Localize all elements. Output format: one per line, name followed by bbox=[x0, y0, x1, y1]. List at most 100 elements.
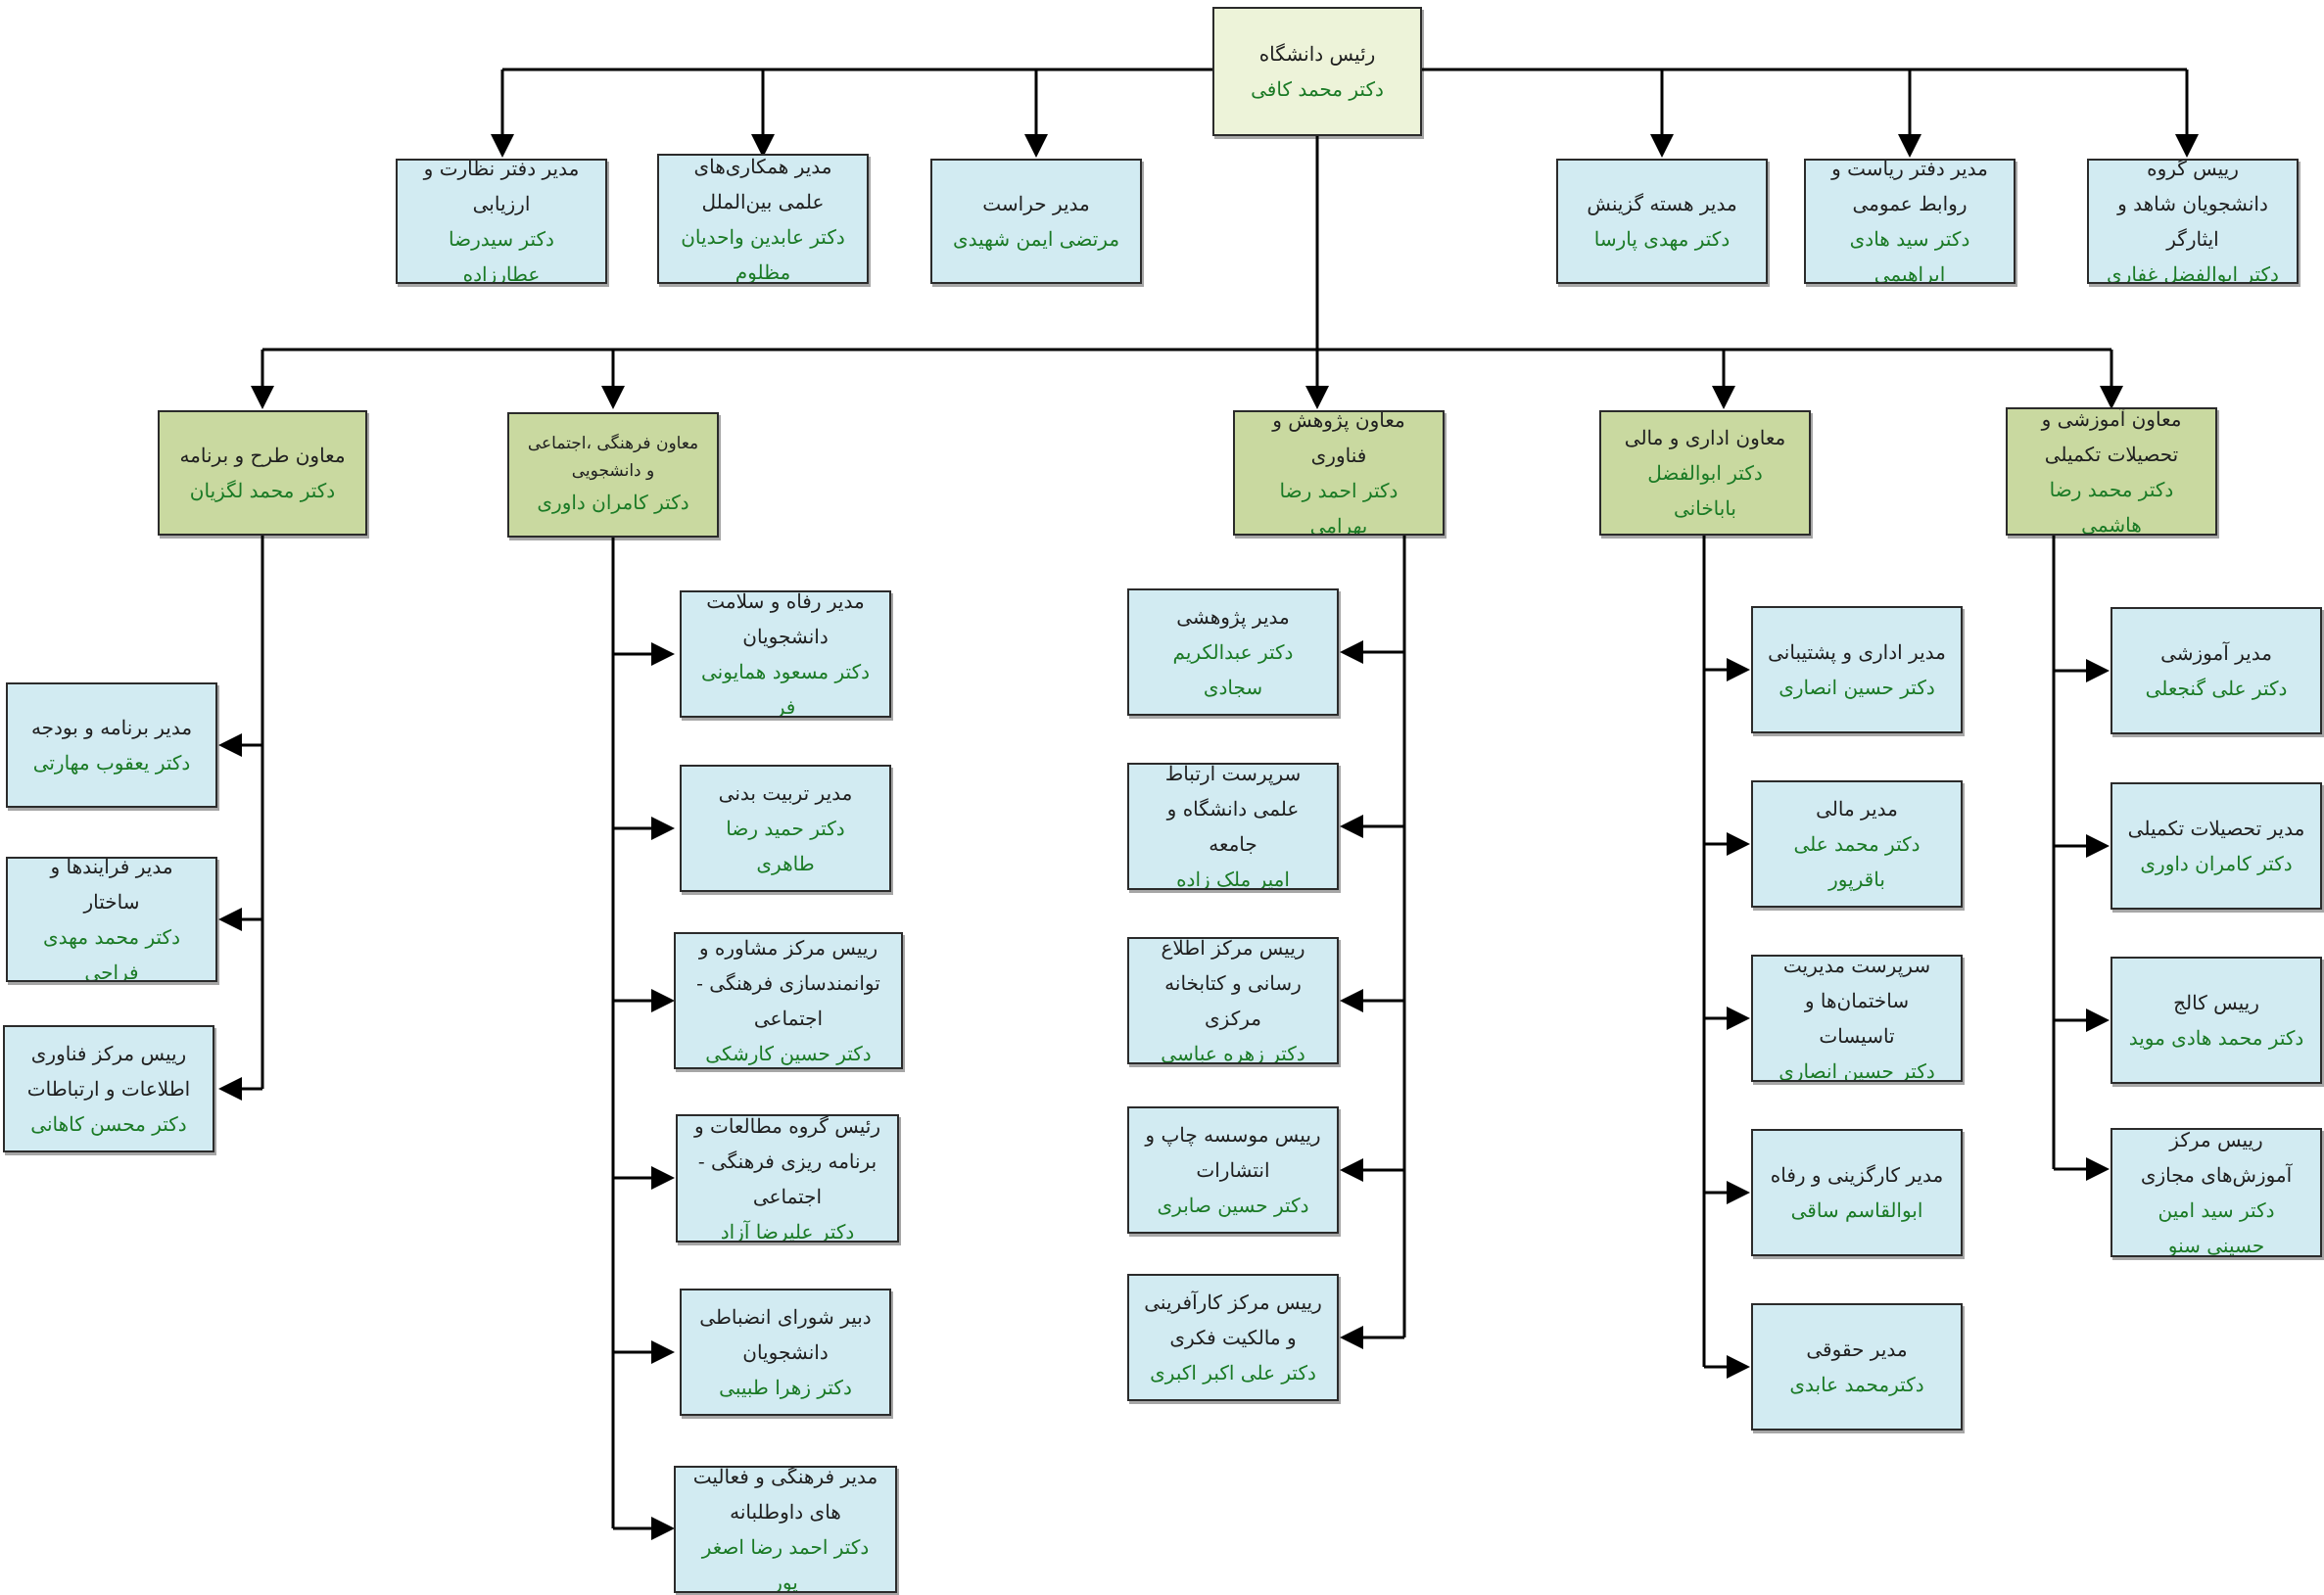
unit-title: رییس موسسه چاپ و انتشارات bbox=[1145, 1123, 1321, 1182]
head-title: رئیس دانشگاه bbox=[1258, 42, 1376, 66]
unit-box: رییس مرکز فناوری اطلاعات و ارتباطات دکتر… bbox=[3, 1025, 214, 1152]
office-name: دکتر سیدرضا عطارزاده bbox=[449, 227, 554, 284]
deputy-name: دکتر ابوالفضل باباخانی bbox=[1647, 461, 1763, 520]
unit-title: مدیر برنامه و بودجه bbox=[30, 716, 193, 739]
office-name: مرتضی ایمن شهیدی bbox=[952, 227, 1120, 251]
unit-box: مدیر اداری و پشتیبانی دکتر حسین انصاری bbox=[1751, 606, 1963, 733]
deputy-name: دکتر کامران داوری bbox=[537, 491, 689, 514]
office-title: مدیر دفتر نظارت و ارزیابی bbox=[423, 159, 580, 215]
unit-name: دکتر محمد هادی موید bbox=[2128, 1026, 2304, 1050]
unit-box: مدیر فرهنگی و فعالیت های داوطلبانه دکتر … bbox=[674, 1466, 897, 1593]
unit-name: دکتر محمد مهدی فراحی bbox=[43, 925, 180, 982]
unit-box: دبیر شورای انضباطی دانشجویان دکتر زهرا ط… bbox=[680, 1289, 891, 1416]
office-name: دکتر عابدین واحدیان مظلوم bbox=[681, 224, 845, 284]
office-name: دکتر ابوالفضل غفاری bbox=[2107, 262, 2279, 284]
unit-box: رییس مرکز کارآفرینی و مالکیت فکری دکتر ع… bbox=[1127, 1274, 1339, 1401]
deputy-title: معاون پژوهش و فناوری bbox=[1272, 410, 1405, 467]
unit-name: دکترمحمد عابدی bbox=[1789, 1373, 1924, 1396]
office-intl-box: مدیر همکاری‌های علمی بین‌الملل دکتر عابد… bbox=[657, 154, 869, 284]
deputy-title: معاون فرهنگی ،اجتماعی و دانشجویی bbox=[527, 434, 699, 481]
unit-title: رئیس گروه مطالعات و برنامه ریزی فرهنگی -… bbox=[693, 1114, 881, 1208]
office-title: رییس گروه دانشجویان شاهد و ایثارگر bbox=[2117, 159, 2268, 251]
unit-name: دکتر زهرا طبیبی bbox=[719, 1376, 852, 1399]
unit-box: مدیر تربیت بدنی دکتر حمید رضا طاهری bbox=[680, 765, 891, 892]
office-name: دکتر سید هادی ابراهیمی bbox=[1849, 227, 1970, 284]
unit-box: مدیر فرآیندها و ساختار دکتر محمد مهدی فر… bbox=[6, 857, 217, 982]
unit-title: دبیر شورای انضباطی دانشجویان bbox=[699, 1305, 872, 1364]
unit-title: رییس مرکز کارآفرینی و مالکیت فکری bbox=[1144, 1290, 1322, 1349]
unit-name: دکتر محسن کاهانی bbox=[30, 1112, 187, 1136]
unit-box: مدیر تحصیلات تکمیلی دکتر کامران داوری bbox=[2111, 782, 2322, 910]
unit-box: رییس کالج دکتر محمد هادی موید bbox=[2111, 957, 2322, 1084]
deputy-education-box: معاون آموزشی و تحصیلات تکمیلی دکتر محمد … bbox=[2006, 407, 2217, 536]
unit-title: مدیر آموزشی bbox=[2160, 641, 2272, 665]
unit-name: دکتر حسین صابری bbox=[1157, 1194, 1309, 1217]
head-name: دکتر محمد کافی bbox=[1251, 77, 1384, 101]
unit-name: دکتر علیرضا آزاد bbox=[720, 1219, 855, 1243]
unit-title: مدیر تربیت بدنی bbox=[718, 781, 853, 805]
unit-name: دکتر احمد رضا اصغر پور bbox=[701, 1535, 870, 1593]
unit-title: مدیر پژوهشی bbox=[1176, 605, 1290, 629]
office-security-box: مدیر حراست مرتضی ایمن شهیدی bbox=[930, 159, 1142, 284]
office-title: مدیر حراست bbox=[982, 192, 1090, 215]
unit-name: دکتر حمید رضا طاهری bbox=[726, 817, 845, 875]
unit-box: رییس موسسه چاپ و انتشارات دکتر حسین صابر… bbox=[1127, 1106, 1339, 1234]
unit-name: دکتر سید امین حسینی سنو bbox=[2158, 1198, 2275, 1257]
deputy-title: معاون آموزشی و تحصیلات تکمیلی bbox=[2041, 407, 2182, 466]
unit-title: مدیر تحصیلات تکمیلی bbox=[2127, 817, 2305, 840]
office-selection-box: مدیر هسته گزینش دکتر مهدی پارسا bbox=[1556, 159, 1768, 284]
unit-title: مدیر کارگزینی و رفاه bbox=[1770, 1163, 1944, 1187]
unit-name: دکتر زهره عباسی bbox=[1161, 1042, 1305, 1064]
unit-name: دکتر علی اکبر اکبری bbox=[1150, 1361, 1316, 1384]
unit-box: رئیس گروه مطالعات و برنامه ریزی فرهنگی -… bbox=[676, 1114, 899, 1243]
unit-box: رییس مرکز مشاوره و توانمندسازی فرهنگی - … bbox=[674, 932, 903, 1069]
deputy-name: دکتر احمد رضا بهرامی bbox=[1279, 479, 1399, 536]
unit-title: مدیر رفاه و سلامت دانشجویان bbox=[706, 590, 865, 648]
unit-name: ابوالقاسم ساقی bbox=[1790, 1198, 1923, 1222]
unit-title: مدیر فرآیندها و ساختار bbox=[50, 857, 173, 914]
unit-box: رییس مرکز اطلاع رسانی و کتابخانه مرکزی د… bbox=[1127, 937, 1339, 1064]
deputy-planning-box: معاون طرح و برنامه دکتر محمد لگزیان bbox=[158, 410, 367, 536]
unit-title: مدیر حقوقی bbox=[1806, 1337, 1908, 1361]
head-box: رئیس دانشگاه دکتر محمد کافی bbox=[1212, 7, 1422, 136]
unit-box: سرپرست ارتباط علمی دانشگاه و جامعه امیر … bbox=[1127, 763, 1339, 890]
unit-title: رییس مرکز فناوری اطلاعات و ارتباطات bbox=[26, 1042, 191, 1101]
unit-box: مدیر حقوقی دکترمحمد عابدی bbox=[1751, 1303, 1963, 1431]
deputy-title: معاون اداری و مالی bbox=[1624, 426, 1786, 449]
unit-box: رییس مرکز آموزش‌های مجازی دکتر سید امین … bbox=[2111, 1128, 2322, 1257]
unit-box: مدیر کارگزینی و رفاه ابوالقاسم ساقی bbox=[1751, 1129, 1963, 1256]
unit-box: مدیر پژوهشی دکتر عبدالکریم سجادی bbox=[1127, 588, 1339, 716]
unit-title: رییس کالج bbox=[2173, 991, 2259, 1014]
unit-box: مدیر رفاه و سلامت دانشجویان دکتر مسعود ه… bbox=[680, 590, 891, 718]
deputy-name: دکتر محمد رضا هاشمی bbox=[2049, 477, 2174, 536]
office-shahed-box: رییس گروه دانشجویان شاهد و ایثارگر دکتر … bbox=[2087, 159, 2299, 284]
office-supervision-box: مدیر دفتر نظارت و ارزیابی دکتر سیدرضا عط… bbox=[396, 159, 607, 284]
unit-box: سرپرست مدیریت ساختمان‌ها و تاسیسات دکتر … bbox=[1751, 955, 1963, 1082]
unit-name: دکتر حسین کارشکی bbox=[705, 1042, 872, 1065]
unit-name: دکتر یعقوب مهارتی bbox=[32, 751, 191, 774]
unit-name: دکتر کامران داوری bbox=[2140, 852, 2293, 875]
unit-title: رییس مرکز آموزش‌های مجازی bbox=[2140, 1128, 2293, 1187]
unit-name: دکتر علی گنجعلی bbox=[2145, 677, 2288, 700]
unit-name: دکتر مسعود همایونی فر bbox=[701, 660, 870, 718]
unit-title: رییس مرکز اطلاع رسانی و کتابخانه مرکزی bbox=[1161, 937, 1305, 1030]
unit-title: مدیر مالی bbox=[1816, 797, 1898, 821]
office-presidency-box: مدیر دفتر ریاست و روابط عمومی دکتر سید ه… bbox=[1804, 159, 2016, 284]
unit-name: دکتر عبدالکریم سجادی bbox=[1172, 640, 1294, 699]
office-name: دکتر مهدی پارسا bbox=[1593, 227, 1731, 251]
deputy-research-box: معاون پژوهش و فناوری دکتر احمد رضا بهرام… bbox=[1233, 410, 1445, 536]
deputy-admin-box: معاون اداری و مالی دکتر ابوالفضل باباخان… bbox=[1599, 410, 1811, 536]
unit-title: رییس مرکز مشاوره و توانمندسازی فرهنگی - … bbox=[696, 936, 880, 1030]
unit-title: سرپرست ارتباط علمی دانشگاه و جامعه bbox=[1164, 763, 1302, 856]
unit-title: سرپرست مدیریت ساختمان‌ها و تاسیسات bbox=[1782, 955, 1931, 1048]
unit-name: دکتر محمد علی باقرپور bbox=[1793, 832, 1921, 891]
unit-box: مدیر مالی دکتر محمد علی باقرپور bbox=[1751, 780, 1963, 908]
unit-name: امیر ملک زاده bbox=[1176, 868, 1290, 890]
deputy-title: معاون طرح و برنامه bbox=[179, 444, 346, 467]
unit-name: دکتر حسین انصاری bbox=[1779, 1059, 1935, 1082]
office-title: مدیر هسته گزینش bbox=[1587, 192, 1737, 215]
deputy-cultural-box: معاون فرهنگی ،اجتماعی و دانشجویی دکتر کا… bbox=[507, 412, 719, 538]
office-title: مدیر دفتر ریاست و روابط عمومی bbox=[1831, 159, 1988, 215]
